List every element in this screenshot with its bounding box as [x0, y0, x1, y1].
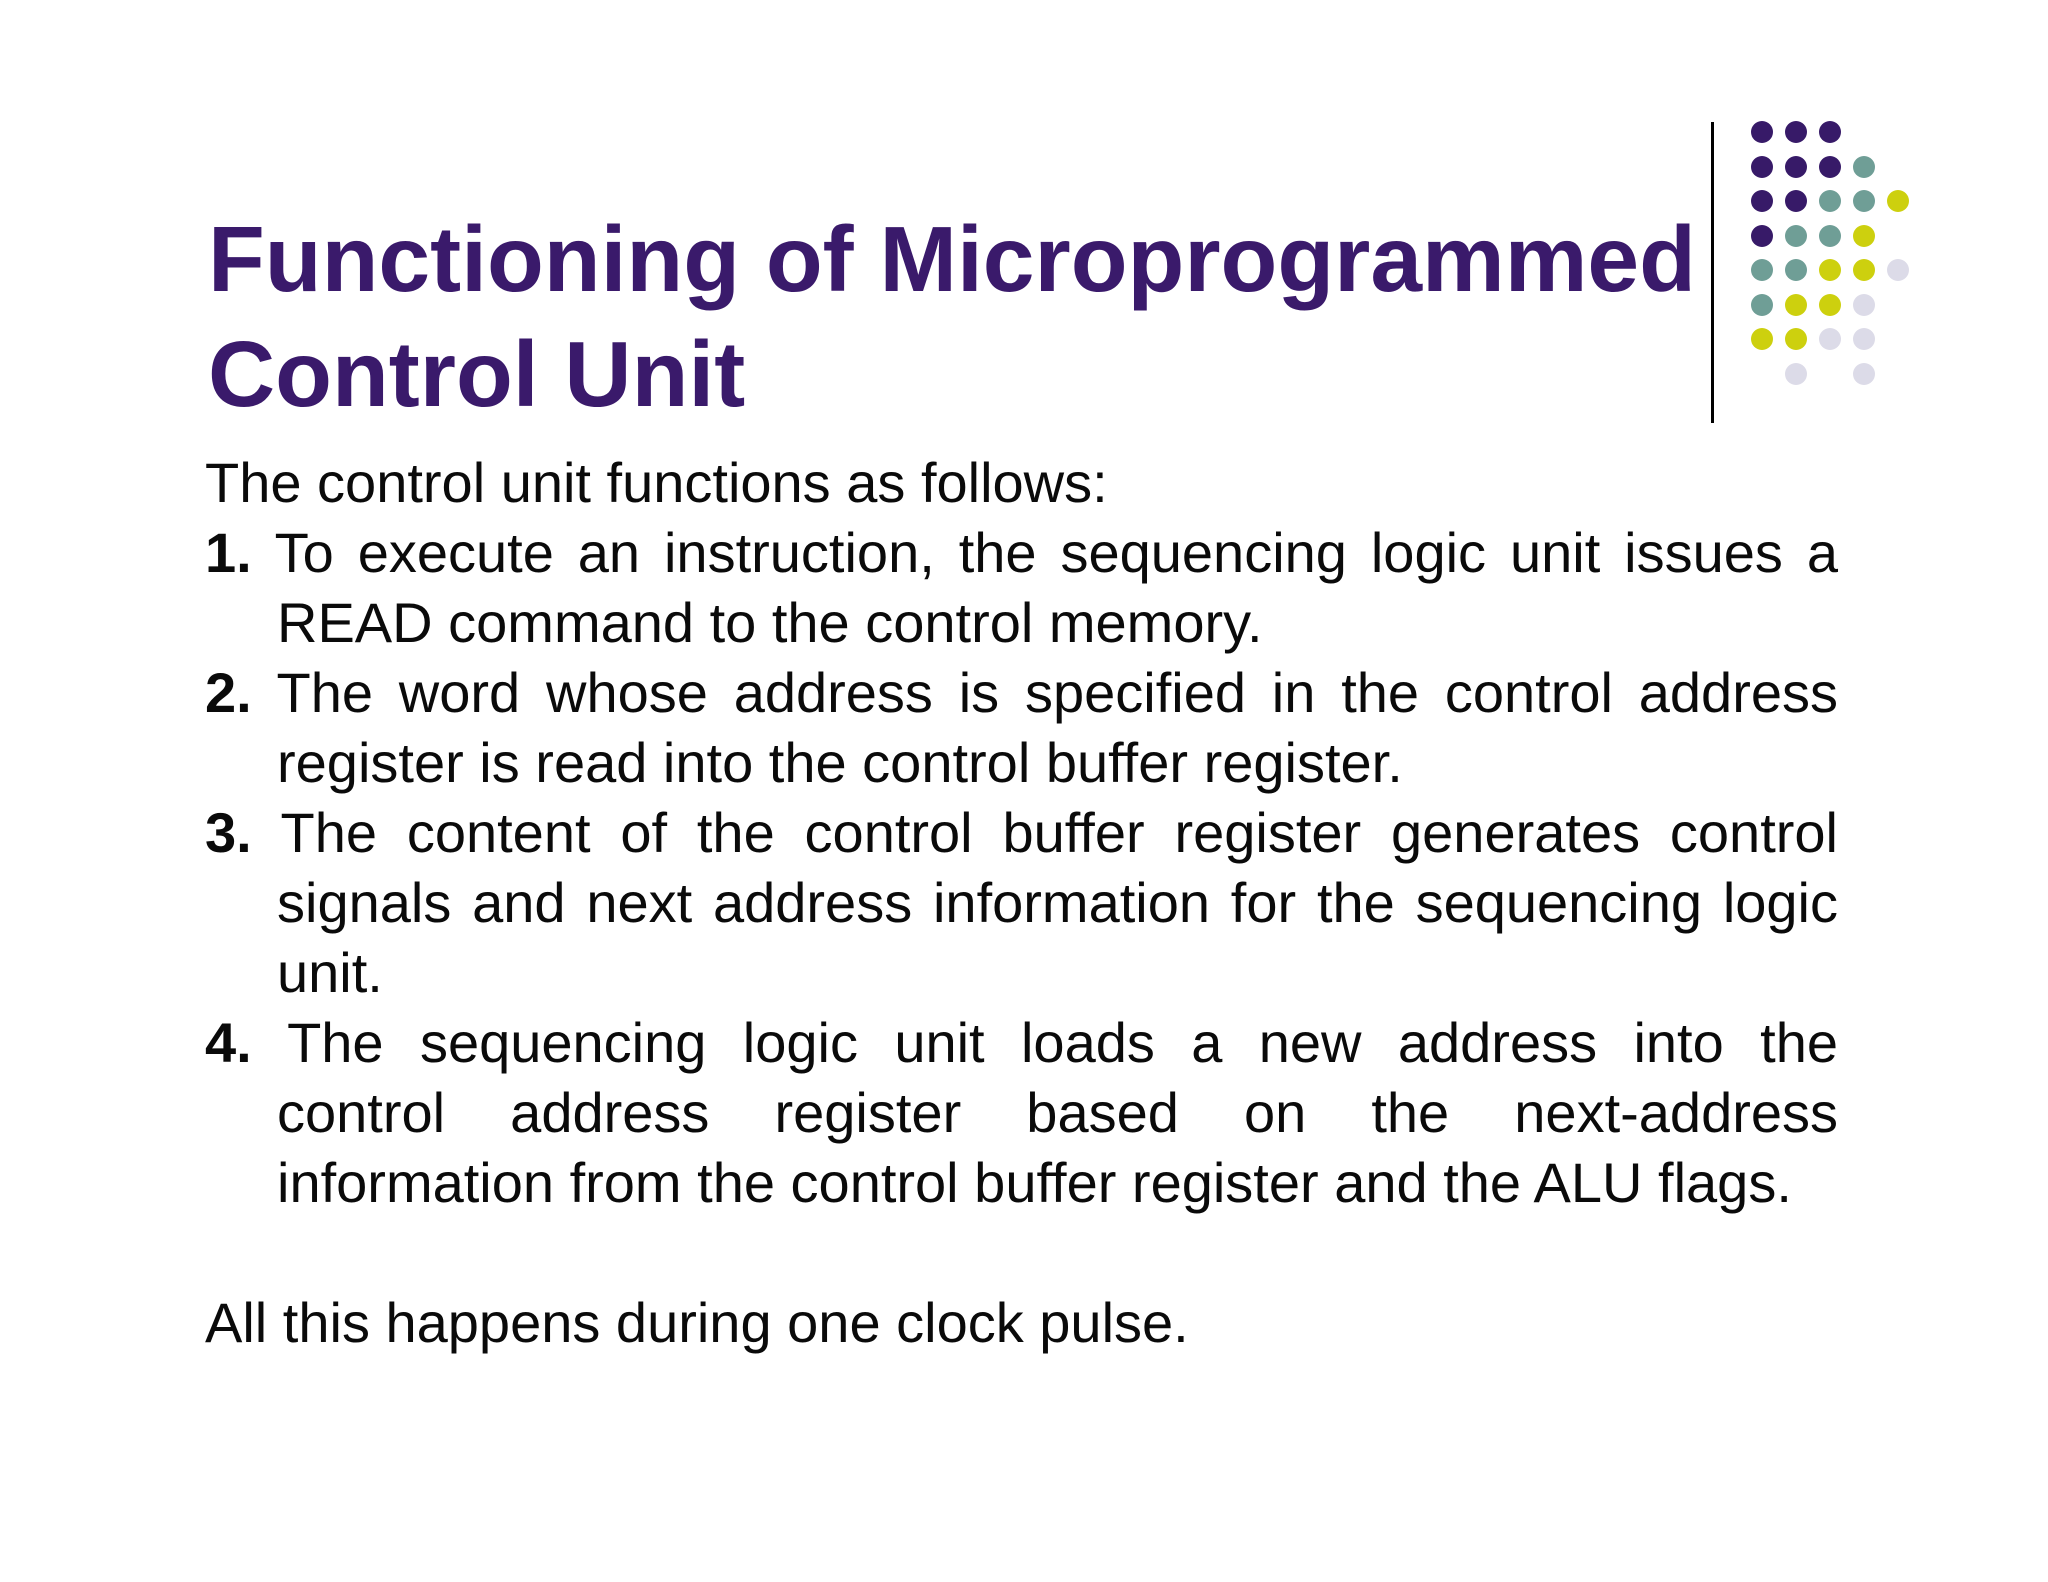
body-line-6: signals and next address information for… — [277, 871, 1838, 934]
decorative-dot — [1751, 224, 1773, 247]
decorative-dot — [1785, 121, 1807, 143]
decorative-dot — [1853, 293, 1875, 316]
decorative-dot — [1887, 259, 1909, 281]
numbered-list: 1. To execute an instruction, the sequen… — [205, 518, 1838, 1218]
decorative-dot — [1751, 293, 1773, 316]
decorative-dot — [1819, 155, 1841, 178]
decorative-dot — [1853, 224, 1875, 247]
divider-line — [1711, 122, 1714, 423]
decorative-dot — [1819, 328, 1841, 350]
body-line-3: 2. The word whose address is specified i… — [205, 661, 1838, 724]
decorative-dot — [1819, 259, 1841, 281]
list-number: 4. — [205, 1011, 252, 1074]
blank-line — [205, 1218, 1838, 1288]
body-line-4: register is read into the control buffer… — [277, 731, 1403, 794]
decorative-dot — [1853, 155, 1875, 178]
slide-title: Functioning of Microprogrammed Control U… — [208, 207, 1696, 427]
decorative-dot — [1785, 190, 1807, 212]
decorative-dot — [1853, 362, 1875, 385]
closing-line: All this happens during one clock pulse. — [205, 1291, 1189, 1354]
decorative-dot — [1819, 293, 1841, 316]
decorative-dot — [1853, 190, 1875, 212]
body-text-block: The control unit functions as follows: 1… — [205, 448, 1838, 1358]
body-line-2: READ command to the control memory. — [277, 591, 1263, 654]
body-line-5: 3. The content of the control buffer reg… — [205, 801, 1838, 864]
decorative-dot — [1751, 190, 1773, 212]
intro-line: The control unit functions as follows: — [205, 451, 1108, 514]
decorative-dot — [1785, 293, 1807, 316]
body-line-8: 4. The sequencing logic unit loads a new… — [205, 1011, 1838, 1074]
decorative-dot — [1819, 121, 1841, 143]
decorative-dot — [1853, 259, 1875, 281]
decorative-dot — [1751, 259, 1773, 281]
list-number: 1. — [205, 521, 252, 584]
decorative-dot — [1819, 224, 1841, 247]
body-line-10: information from the control buffer regi… — [277, 1151, 1792, 1214]
decorative-dot — [1819, 190, 1841, 212]
decorative-dot — [1785, 259, 1807, 281]
list-number: 2. — [205, 661, 252, 724]
body-line-9: control address register based on the ne… — [277, 1081, 1838, 1144]
decorative-dot — [1853, 328, 1875, 350]
decorative-dot — [1887, 190, 1909, 212]
decorative-dot — [1785, 224, 1807, 247]
decorative-dot — [1785, 328, 1807, 350]
decorative-dot — [1751, 121, 1773, 143]
decorative-dot — [1785, 155, 1807, 178]
body-line-1: 1. To execute an instruction, the sequen… — [205, 521, 1838, 584]
list-number: 3. — [205, 801, 252, 864]
decorative-dot — [1785, 362, 1807, 385]
decorative-dot — [1751, 328, 1773, 350]
decorative-dot — [1751, 155, 1773, 178]
body-line-7: unit. — [277, 941, 383, 1004]
